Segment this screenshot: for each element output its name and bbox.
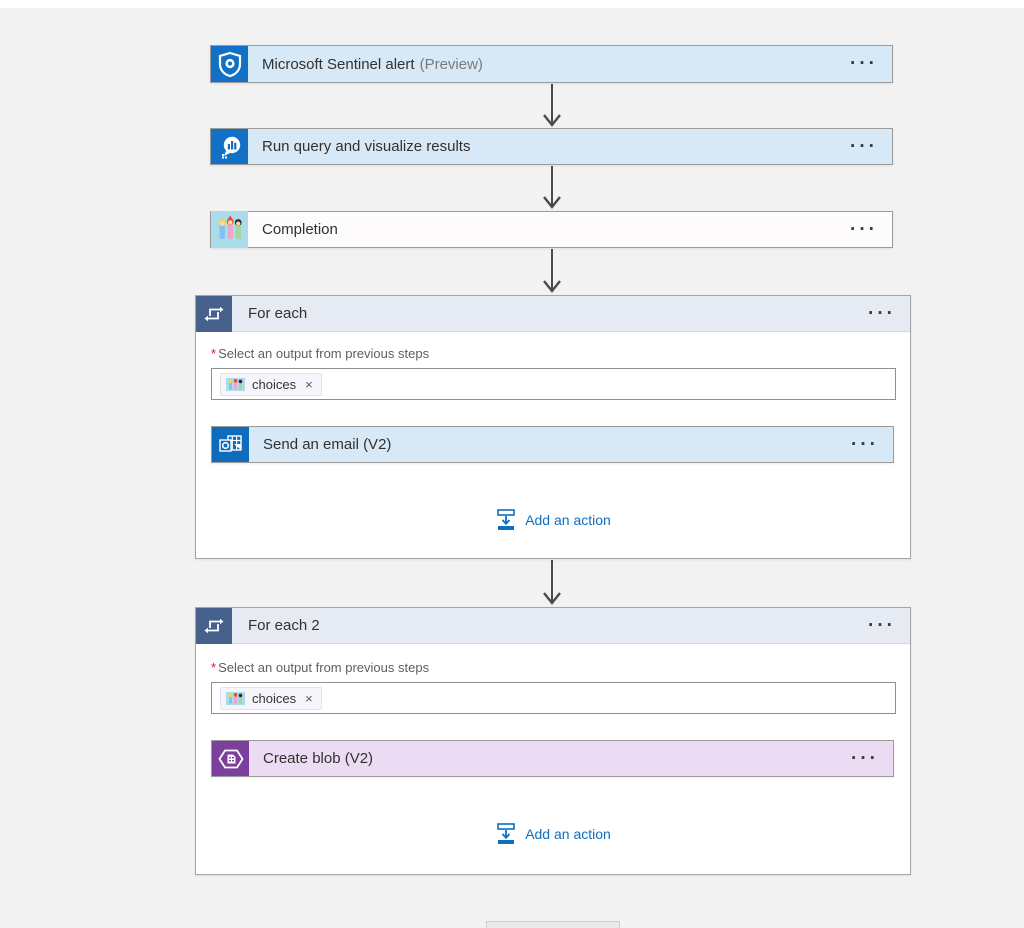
blob-storage-icon [212,741,249,776]
connector-arrow [539,249,565,294]
foreach2-title: For each 2 [248,617,320,634]
token-remove-button[interactable]: × [305,690,313,706]
send-email-title: Send an email (V2) [263,436,392,453]
token-remove-button[interactable]: × [305,376,313,392]
foreach2-menu-button[interactable]: ··· [868,614,896,636]
token-label: choices [252,376,297,392]
action-card-completion[interactable]: Completion ··· [210,211,893,248]
connector-arrow [539,84,565,128]
foreach2-output-input[interactable]: choices × [211,682,896,714]
foreach1-header[interactable]: For each ··· [196,295,910,332]
foreach2-field-label: *Select an output from previous steps [211,660,430,675]
foreach-loop-icon [196,607,232,644]
choices-token-icon [226,377,245,391]
foreach1-field-label: *Select an output from previous steps [211,346,430,361]
foreach-loop-icon [196,295,232,332]
foreach-scope-2: For each 2 ··· *Select an output from pr… [195,607,911,875]
add-action-icon [497,823,515,844]
action-card-run-query[interactable]: Run query and visualize results ··· [210,128,893,165]
choices-token-icon [226,691,245,705]
send-email-menu-button[interactable]: ··· [851,433,879,455]
add-action-icon [497,509,515,530]
connector-arrow [539,560,565,606]
foreach1-output-input[interactable]: choices × [211,368,896,400]
trigger-card-microsoft-sentinel-alert[interactable]: Microsoft Sentinel alert (Preview) ··· [210,45,893,83]
create-blob-menu-button[interactable]: ··· [851,747,879,769]
trigger-menu-button[interactable]: ··· [850,53,878,74]
foreach1-title: For each [248,305,308,322]
token-chip-choices[interactable]: choices × [220,372,322,396]
completion-menu-button[interactable]: ··· [850,218,878,240]
token-chip-choices[interactable]: choices × [220,686,322,710]
action-card-send-email[interactable]: Send an email (V2) ··· [211,426,894,463]
sentinel-shield-icon [211,46,248,82]
foreach2-header[interactable]: For each 2 ··· [196,607,910,644]
action-card-create-blob[interactable]: Create blob (V2) ··· [211,740,894,777]
foreach1-add-action[interactable]: Add an action [196,508,910,532]
completion-connector-icon [211,211,248,248]
foreach-scope-1: For each ··· *Select an output from prev… [195,295,911,559]
token-label: choices [252,690,297,706]
required-asterisk: * [211,660,217,675]
run-query-menu-button[interactable]: ··· [850,135,878,157]
connector-arrow [539,166,565,210]
required-asterisk: * [211,346,217,361]
create-blob-title: Create blob (V2) [263,750,374,767]
top-strip [0,0,1024,8]
trigger-title: Microsoft Sentinel alert [262,55,415,73]
foreach1-menu-button[interactable]: ··· [868,302,896,324]
completion-title: Completion [262,221,338,238]
foreach2-add-action[interactable]: Add an action [196,822,910,846]
trigger-preview-badge: (Preview) [419,55,483,73]
log-analytics-chart-icon [211,129,248,164]
new-step-button[interactable] [486,921,620,928]
outlook-icon [212,427,249,462]
run-query-title: Run query and visualize results [262,138,471,155]
